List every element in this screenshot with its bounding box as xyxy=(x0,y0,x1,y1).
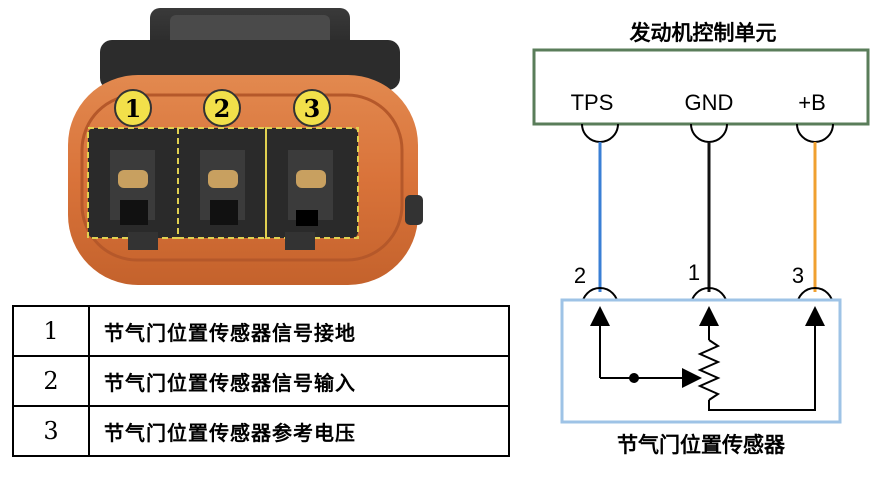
ecu-terminal xyxy=(690,123,728,143)
ecu-pin-tps-label: TPS xyxy=(571,90,614,115)
table-row: 1 节气门位置传感器信号接地 xyxy=(12,305,510,357)
ecu-pin-vref-label: +B xyxy=(798,90,826,115)
pin-number: 2 xyxy=(12,355,90,407)
sensor-box xyxy=(560,298,842,424)
ecu-terminal xyxy=(796,123,834,143)
pin-marker-3: 3 xyxy=(293,89,331,127)
table-row: 3 节气门位置传感器参考电压 xyxy=(12,405,510,457)
pin-description: 节气门位置传感器信号输入 xyxy=(88,355,510,407)
pin-marker-2: 2 xyxy=(203,89,241,127)
wire-number: 2 xyxy=(574,263,586,288)
ecu-title: 发动机控制单元 xyxy=(629,21,777,45)
connector-terminal-block xyxy=(87,127,359,250)
pin-marker-1: 1 xyxy=(114,89,152,127)
pin-description: 节气门位置传感器参考电压 xyxy=(88,405,510,457)
connector-photo: 1 2 3 xyxy=(68,8,423,285)
pin-description: 节气门位置传感器信号接地 xyxy=(88,305,510,357)
table-row: 2 节气门位置传感器信号输入 xyxy=(12,355,510,407)
ecu-box xyxy=(532,48,870,126)
pin-marker-label: 3 xyxy=(304,94,321,123)
sensor-title: 节气门位置传感器 xyxy=(617,433,786,457)
pin-definition-table: 1 节气门位置传感器信号接地 2 节气门位置传感器信号输入 3 节气门位置传感器… xyxy=(12,305,510,457)
pin-number: 1 xyxy=(12,305,90,357)
circuit-diagram: 发动机控制单元 TPS GND +B 2 1 3 节气门位置传感器 xyxy=(532,21,870,457)
wire-number: 3 xyxy=(792,263,804,288)
ecu-terminal xyxy=(581,123,619,143)
pin-number: 3 xyxy=(12,405,90,457)
pin-marker-label: 1 xyxy=(125,94,142,123)
ecu-pin-gnd-label: GND xyxy=(685,90,734,115)
potentiometer-symbol xyxy=(590,306,825,411)
wire-number: 1 xyxy=(688,260,700,285)
pin-marker-label: 2 xyxy=(214,94,231,123)
